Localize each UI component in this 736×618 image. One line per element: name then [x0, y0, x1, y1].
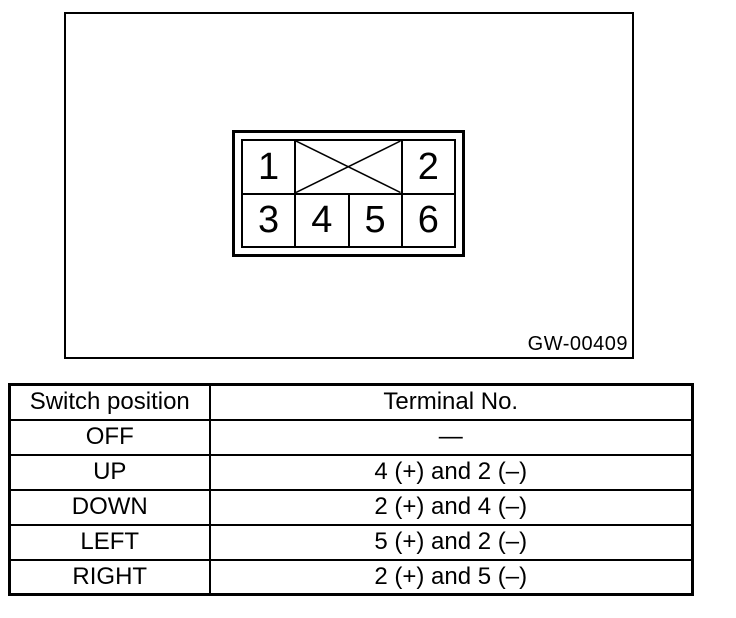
table-row: UP 4 (+) and 2 (–) — [8, 453, 694, 491]
figure-number-label: GW-00409 — [527, 333, 628, 355]
terminal-no-cell: 4 (+) and 2 (–) — [208, 453, 694, 491]
terminal-table: Switch position Terminal No. OFF — UP 4 … — [8, 383, 694, 596]
connector-pin-2: 2 — [400, 139, 457, 195]
table-header-terminal-no: Terminal No. — [208, 383, 694, 421]
table-header-switch-position: Switch position — [8, 383, 211, 421]
connector-keyway-cell — [294, 139, 403, 195]
switch-position-cell: DOWN — [8, 488, 211, 526]
table-header-row: Switch position Terminal No. — [8, 383, 694, 421]
connector-figure-panel: 1 2 3 4 5 6 GW-00409 — [64, 12, 634, 359]
table-row: LEFT 5 (+) and 2 (–) — [8, 523, 694, 561]
switch-position-cell: LEFT — [8, 523, 211, 561]
connector-pin-4: 4 — [294, 192, 350, 248]
terminal-no-cell: 2 (+) and 4 (–) — [208, 488, 694, 526]
table-row: RIGHT 2 (+) and 5 (–) — [8, 558, 694, 596]
connector-pin-3: 3 — [240, 192, 297, 248]
connector-pin-grid: 1 2 3 4 5 6 — [240, 139, 457, 248]
terminal-no-cell: 5 (+) and 2 (–) — [208, 523, 694, 561]
connector-pin-1: 1 — [240, 139, 297, 195]
connector-pin-6: 6 — [400, 192, 457, 248]
connector-diagram: 1 2 3 4 5 6 — [232, 130, 465, 257]
switch-position-cell: RIGHT — [8, 558, 211, 596]
switch-position-cell: UP — [8, 453, 211, 491]
connector-bottom-row: 3 4 5 6 — [240, 192, 457, 248]
table-row: DOWN 2 (+) and 4 (–) — [8, 488, 694, 526]
table-row: OFF — — [8, 418, 694, 456]
connector-pin-5: 5 — [347, 192, 403, 248]
x-cross-icon — [296, 141, 401, 193]
switch-position-cell: OFF — [8, 418, 211, 456]
connector-top-row: 1 2 — [240, 139, 457, 195]
terminal-no-cell: 2 (+) and 5 (–) — [208, 558, 694, 596]
terminal-no-cell: — — [208, 418, 694, 456]
